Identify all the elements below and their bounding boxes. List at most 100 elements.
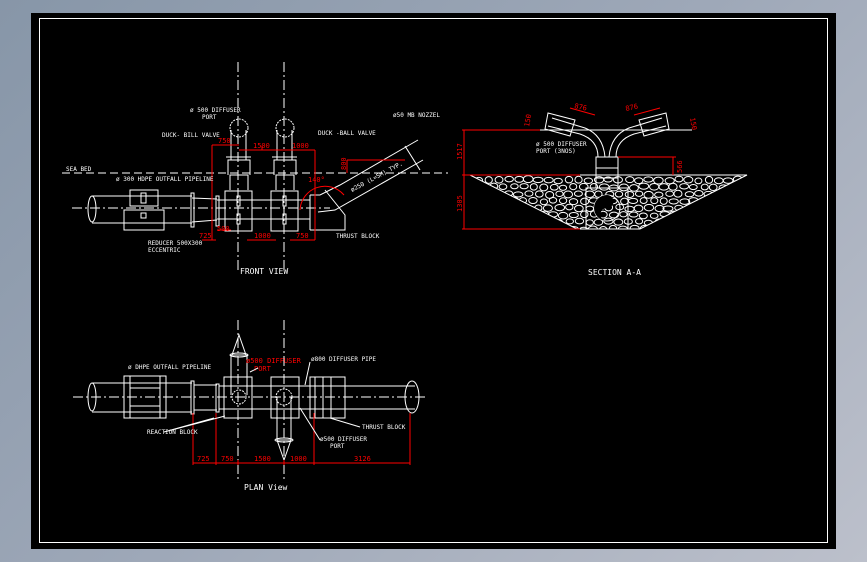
stone: [470, 183, 478, 190]
pipe-end: [87, 195, 97, 223]
stone: [659, 197, 668, 205]
stone: [514, 205, 523, 213]
dimension-lines: [192, 413, 411, 465]
duck-bill-valve-icon: [275, 118, 295, 138]
stone: [694, 177, 703, 185]
stone: [684, 204, 693, 211]
stone: [585, 219, 594, 226]
stone: [514, 175, 525, 183]
duck-bill-valve-icon: [229, 118, 249, 138]
stone: [479, 197, 490, 206]
stone: [668, 182, 678, 191]
stone: [654, 191, 664, 198]
dim-725: 725: [199, 232, 212, 240]
stone: [679, 198, 691, 205]
stone: [709, 225, 720, 229]
stone: [508, 212, 519, 220]
stone: [489, 212, 499, 220]
dim-1517: 1517: [456, 143, 464, 160]
stone: [624, 190, 635, 199]
stone: [634, 190, 644, 197]
stone: [684, 191, 695, 198]
stone: [653, 176, 664, 185]
stone: [639, 197, 648, 205]
front-view: ø 500 DIFFUSER PORT DUCK- BILL VALVE DUC…: [62, 62, 448, 276]
stone: [578, 226, 589, 229]
duck-bill-valves: [544, 112, 670, 137]
stone: [659, 225, 671, 229]
stone: [620, 197, 629, 206]
stone: [568, 198, 579, 206]
stone: [539, 198, 549, 206]
stone: [580, 210, 589, 219]
stone: [740, 211, 747, 219]
outfall-pipe: [92, 195, 310, 224]
stone: [589, 182, 599, 191]
stone: [730, 182, 740, 190]
stone: [625, 176, 635, 184]
stone: [474, 189, 484, 198]
stone: [608, 211, 620, 219]
stone: [728, 225, 738, 229]
stone: [532, 176, 544, 184]
stone: [723, 190, 733, 197]
stone: [740, 225, 747, 229]
drawing-canvas[interactable]: [31, 13, 836, 549]
stone: [558, 197, 568, 205]
stone: [554, 203, 566, 212]
stone: [583, 177, 594, 185]
label-diffuser-port: PORT: [254, 365, 272, 373]
dim-1305: 1305: [456, 195, 464, 212]
nozzle: [404, 145, 421, 171]
dim-725: 725: [197, 455, 210, 463]
diffuser-arms: [547, 117, 667, 158]
stone: [578, 182, 589, 191]
stone: [559, 226, 570, 229]
stone: [683, 176, 694, 184]
label-pipe-note: ø250 (L=5M) TYP.: [350, 160, 404, 193]
stone: [494, 218, 505, 226]
label-diffuser-port: PORT (3NOS): [536, 148, 576, 155]
stone: [520, 210, 529, 218]
label-thrust-block: THRUST BLOCK: [362, 424, 406, 431]
stone: [708, 183, 718, 192]
stone: [635, 218, 644, 225]
dim-750: 750: [221, 455, 234, 463]
dim-angle: 140°: [308, 176, 325, 184]
plan-view-title: PLAN View: [244, 483, 288, 492]
stone: [493, 191, 505, 198]
stone: [528, 196, 538, 205]
stone: [569, 183, 578, 191]
stone: [734, 219, 744, 226]
stone: [593, 218, 604, 226]
dim-500: 500: [217, 225, 230, 233]
stone: [534, 218, 544, 225]
label-thrust-block: THRUST BLOCK: [336, 233, 380, 240]
stone: [713, 203, 723, 211]
stone: [679, 212, 688, 220]
stone: [598, 183, 610, 191]
stone: [555, 190, 564, 198]
label-reducer: ECCENTRIC: [148, 247, 181, 254]
label-sea-bed: SEA BED: [66, 166, 92, 173]
stone: [629, 224, 640, 229]
stone: [530, 212, 540, 220]
stone: [543, 176, 554, 184]
pipe-encasement: [585, 187, 629, 230]
label-diffuser-port: ø500 DIFFUSER: [246, 357, 302, 365]
stone: [743, 190, 747, 199]
stone: [557, 211, 569, 220]
stone: [679, 226, 688, 229]
stone: [638, 212, 648, 220]
stone: [700, 183, 709, 191]
label-nozzle: ø50 MB NOZZEL: [393, 112, 440, 119]
stone: [700, 211, 709, 220]
stone: [553, 177, 563, 185]
stone: [573, 190, 583, 197]
stone: [548, 196, 558, 204]
stone: [688, 211, 700, 219]
reducer-block: [129, 189, 159, 207]
stone: [522, 175, 534, 184]
stone: [724, 204, 733, 212]
